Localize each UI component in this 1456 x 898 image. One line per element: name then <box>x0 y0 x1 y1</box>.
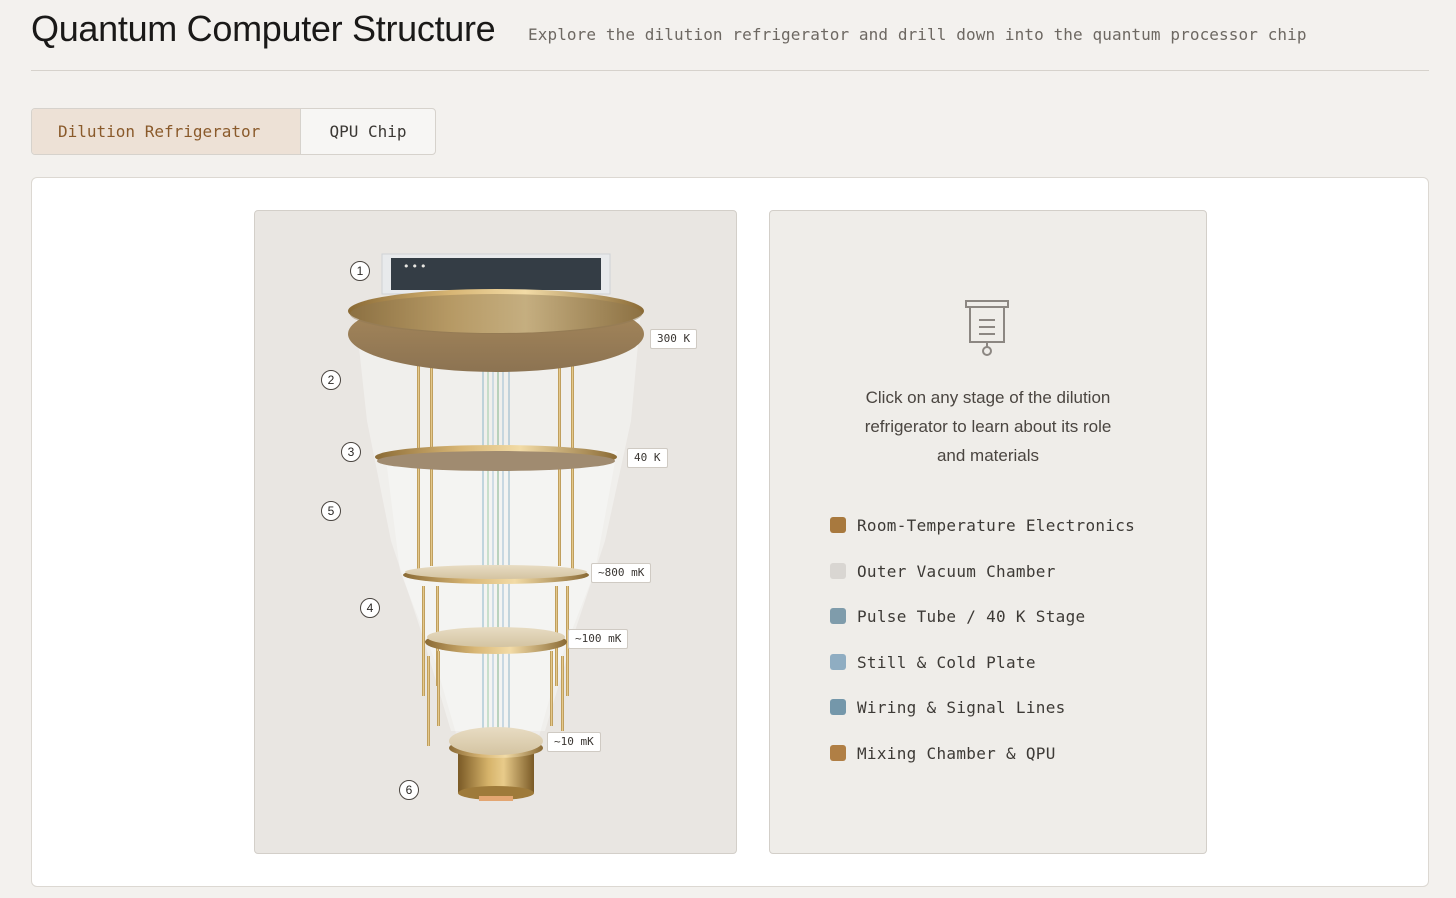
temp-label-300k: 300 K <box>650 329 698 349</box>
stage-info-panel: Click on any stage of the dilution refri… <box>769 210 1207 854</box>
instruction-line: refrigerator to learn about its role <box>864 417 1112 436</box>
legend-swatch <box>830 517 846 533</box>
legend-item-still-cold-plate[interactable]: Still & Cold Plate <box>830 652 1036 672</box>
tab-qpu-chip[interactable]: QPU Chip <box>329 122 407 141</box>
dilution-refrigerator-diagram <box>348 253 644 801</box>
legend-swatch <box>830 654 846 670</box>
legend-swatch <box>830 563 846 579</box>
legend-item-wiring-signal-lines[interactable]: Wiring & Signal Lines <box>830 697 1066 717</box>
stage-marker-4[interactable]: 4 <box>360 598 380 618</box>
view-tabs: Dilution Refrigerator QPU Chip <box>31 108 436 155</box>
stage-marker-2[interactable]: 2 <box>321 370 341 390</box>
page-title: Quantum Computer Structure <box>31 8 496 49</box>
legend-label: Still & Cold Plate <box>857 652 1036 672</box>
legend-swatch <box>830 699 846 715</box>
cold-plate[interactable] <box>425 627 567 654</box>
legend-label: Pulse Tube / 40 K Stage <box>857 606 1086 626</box>
instruction-line: Click on any stage of the dilution <box>865 388 1111 407</box>
legend-label: Room-Temperature Electronics <box>857 515 1136 535</box>
stage-marker-5[interactable]: 5 <box>321 501 341 521</box>
legend-swatch <box>830 608 846 624</box>
page-header: Quantum Computer Structure Explore the d… <box>31 0 1429 71</box>
legend-label: Wiring & Signal Lines <box>857 697 1066 717</box>
temp-label-40k: 40 K <box>627 448 668 468</box>
stage-marker-6[interactable]: 6 <box>399 780 419 800</box>
refrigerator-diagram-panel: ••• 1 2 3 5 4 6 300 K 40 K ~800 mK ~100 … <box>254 210 737 854</box>
instruction-line: and materials <box>936 446 1040 465</box>
temp-label-10mk: ~10 mK <box>547 732 601 752</box>
legend-item-mixing-chamber-qpu[interactable]: Mixing Chamber & QPU <box>830 743 1056 763</box>
stage-marker-3[interactable]: 3 <box>341 442 361 462</box>
instruction-text: Click on any stage of the dilution refri… <box>770 383 1206 470</box>
page-subtitle: Explore the dilution refrigerator and dr… <box>528 25 1307 44</box>
legend-item-room-temperature-electronics[interactable]: Room-Temperature Electronics <box>830 515 1135 535</box>
still-plate[interactable] <box>403 565 589 584</box>
wiring-signal-lines[interactable] <box>482 341 510 731</box>
temp-label-100mk: ~100 mK <box>568 629 629 649</box>
tab-dilution-refrigerator[interactable]: Dilution Refrigerator <box>32 109 301 154</box>
mixing-chamber-qpu[interactable] <box>449 727 543 801</box>
legend-item-pulse-tube[interactable]: Pulse Tube / 40 K Stage <box>830 606 1085 626</box>
fridge-icon <box>965 300 1009 356</box>
plate-40k[interactable] <box>375 445 617 471</box>
legend-item-outer-vacuum-chamber[interactable]: Outer Vacuum Chamber <box>830 561 1056 581</box>
electronics-indicator: ••• <box>403 260 429 273</box>
legend-label: Outer Vacuum Chamber <box>857 561 1056 581</box>
plate-300k[interactable] <box>348 289 644 372</box>
stage-marker-1[interactable]: 1 <box>350 261 370 281</box>
room-temperature-electronics[interactable] <box>381 253 611 295</box>
legend-swatch <box>830 745 846 761</box>
legend-label: Mixing Chamber & QPU <box>857 743 1056 763</box>
temp-label-800mk: ~800 mK <box>591 563 652 583</box>
